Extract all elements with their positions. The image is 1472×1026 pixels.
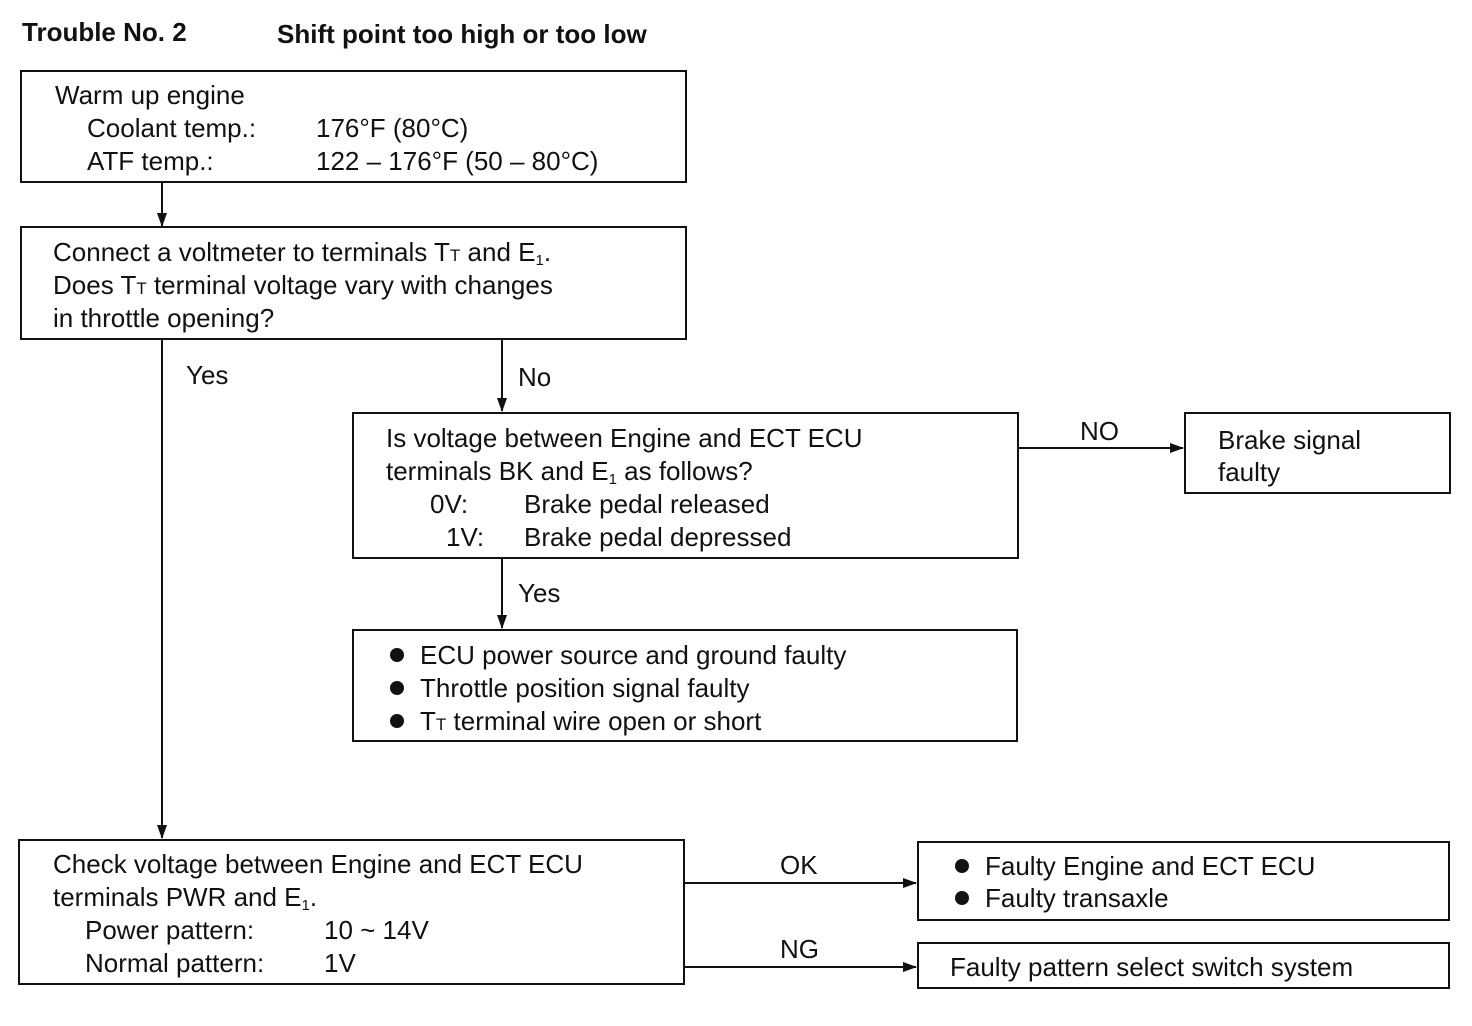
power-pattern-value: 10 ~ 14V bbox=[324, 915, 429, 945]
pattern-switch-text: Faulty pattern select switch system bbox=[950, 952, 1354, 982]
fault-item-transaxle: Faulty transaxle bbox=[955, 882, 1169, 914]
fault-item-tt-wire: TT terminal wire open or short bbox=[390, 705, 761, 741]
pwr-voltage-box: Check voltage between Engine and ECT ECU… bbox=[18, 839, 685, 985]
pattern-switch-faulty-box: Faulty pattern select switch system bbox=[917, 942, 1450, 989]
brake-signal-line-2: faulty bbox=[1218, 457, 1281, 487]
bullet-icon bbox=[390, 681, 404, 695]
edge-label-ng: NG bbox=[780, 934, 819, 964]
fault-item-ecu: Faulty Engine and ECT ECU bbox=[955, 850, 1315, 882]
voltmeter-line-3: in throttle opening? bbox=[53, 303, 275, 333]
edge-label-yes-1: Yes bbox=[186, 360, 229, 390]
brake-1v-label: 1V: bbox=[446, 522, 485, 552]
power-pattern-label: Power pattern: bbox=[85, 915, 255, 945]
trouble-number: Trouble No. 2 bbox=[22, 17, 187, 47]
faulty-ecu-transaxle-box: Faulty Engine and ECT ECU Faulty transax… bbox=[917, 841, 1450, 921]
edge-label-yes-2: Yes bbox=[518, 578, 561, 608]
bullet-icon bbox=[390, 714, 404, 728]
pwr-line-1: Check voltage between Engine and ECT ECU bbox=[53, 849, 583, 879]
ecu-faults-box: ECU power source and ground faulty Throt… bbox=[352, 629, 1018, 742]
bullet-icon bbox=[955, 891, 969, 905]
atf-value: 122 – 176°F (50 – 80°C) bbox=[316, 146, 599, 176]
brake-0v-label: 0V: bbox=[430, 489, 469, 519]
brake-question-line-2: terminals BK and E1 as follows? bbox=[386, 456, 753, 488]
warm-up-box: Warm up engine Coolant temp.: 176°F (80°… bbox=[20, 70, 687, 183]
coolant-value: 176°F (80°C) bbox=[316, 113, 469, 143]
atf-label: ATF temp.: bbox=[87, 146, 214, 176]
bullet-icon bbox=[955, 859, 969, 873]
bullet-icon bbox=[390, 648, 404, 662]
brake-signal-faulty-box: Brake signal faulty bbox=[1184, 412, 1451, 494]
fault-item-ecu-power: ECU power source and ground faulty bbox=[390, 639, 846, 671]
edge-label-no-1: No bbox=[518, 362, 552, 392]
voltmeter-check-box: Connect a voltmeter to terminals TT and … bbox=[20, 226, 687, 340]
brake-signal-line-1: Brake signal bbox=[1218, 425, 1362, 455]
normal-pattern-value: 1V bbox=[324, 948, 356, 978]
fault-item-throttle: Throttle position signal faulty bbox=[390, 672, 750, 704]
normal-pattern-label: Normal pattern: bbox=[85, 948, 265, 978]
brake-released-text: Brake pedal released bbox=[524, 489, 770, 519]
edge-label-no-2: NO bbox=[1080, 416, 1119, 446]
brake-question-line-1: Is voltage between Engine and ECT ECU bbox=[386, 423, 863, 453]
edge-label-ok: OK bbox=[780, 850, 818, 880]
brake-depressed-text: Brake pedal depressed bbox=[524, 522, 792, 552]
trouble-title: Shift point too high or too low bbox=[277, 19, 647, 49]
brake-voltage-box: Is voltage between Engine and ECT ECU te… bbox=[352, 412, 1019, 559]
pwr-line-2: terminals PWR and E1. bbox=[53, 882, 318, 914]
voltmeter-line-1: Connect a voltmeter to terminals TT and … bbox=[53, 237, 552, 269]
voltmeter-line-2: Does TT terminal voltage vary with chang… bbox=[53, 270, 553, 300]
coolant-label: Coolant temp.: bbox=[87, 113, 257, 143]
warm-up-text: Warm up engine bbox=[55, 80, 245, 110]
